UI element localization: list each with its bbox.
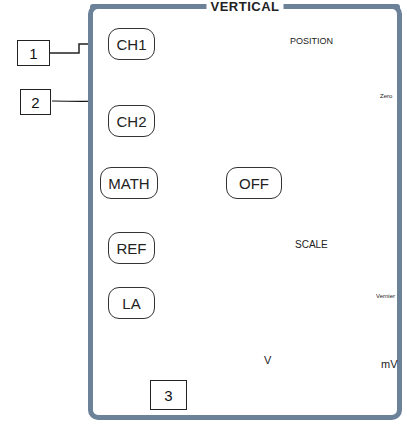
panel-button: OFF	[226, 167, 282, 199]
callout-number: 3	[164, 387, 172, 404]
panel-title: VERTICAL	[207, 0, 284, 14]
button-label: OFF	[239, 175, 269, 192]
vertical-panel: VERTICALCH1CH2MATHOFFREFLA	[88, 4, 402, 420]
panel-button: CH2	[108, 105, 155, 137]
unit-label: V	[264, 354, 271, 366]
callout-box: 2	[20, 89, 51, 115]
push-caption: Vernier	[376, 293, 395, 299]
callout-number: 2	[31, 94, 39, 111]
panel-button: REF	[108, 232, 155, 264]
panel-button: LA	[108, 287, 155, 319]
panel-button: CH1	[108, 28, 155, 60]
button-label: CH2	[116, 113, 146, 130]
button-label: MATH	[108, 175, 149, 192]
button-label: CH1	[116, 36, 146, 53]
button-label: REF	[117, 240, 147, 257]
button-label: LA	[122, 295, 140, 312]
callout-number: 1	[29, 45, 37, 62]
push-caption: Zero	[380, 93, 392, 99]
unit-label: mV	[381, 358, 398, 370]
callout-box: 3	[150, 380, 187, 410]
position-label: POSITION	[290, 36, 333, 46]
scale-label: SCALE	[295, 239, 328, 250]
panel-button: MATH	[100, 167, 158, 199]
callout-box: 1	[17, 40, 50, 66]
